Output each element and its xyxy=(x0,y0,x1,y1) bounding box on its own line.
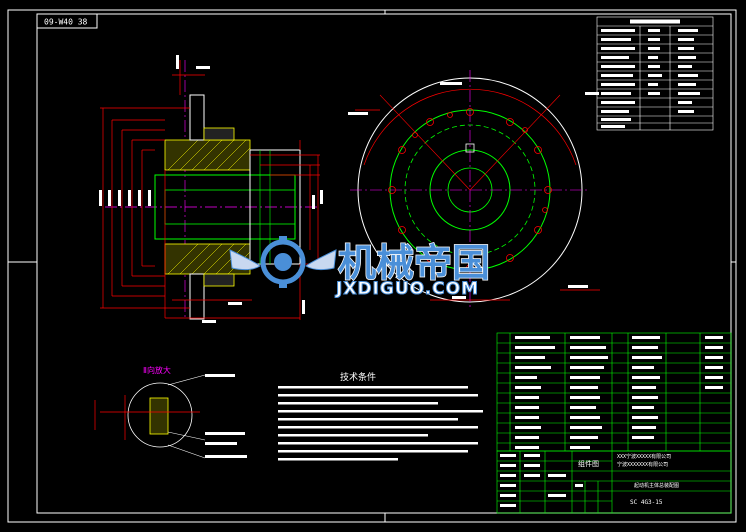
svg-text:宁波XXXXXXX有限公司: 宁波XXXXXXX有限公司 xyxy=(617,461,668,468)
watermark: 机械帝国 JXDIGUO.COM xyxy=(229,236,491,300)
outer-border xyxy=(7,9,737,523)
gear-logo-icon xyxy=(229,236,337,288)
code-box: 09-W40 38 xyxy=(36,13,98,29)
end-view xyxy=(348,70,600,310)
detail-view: Ⅱ向放大 xyxy=(94,365,247,459)
svg-text:09-W40 38: 09-W40 38 xyxy=(44,18,88,27)
watermark-en: JXDIGUO.COM xyxy=(335,279,479,299)
watermark-cn: 机械帝国 xyxy=(338,241,490,285)
svg-text:技术条件: 技术条件 xyxy=(340,371,376,383)
svg-text:XXX宁波XXXXX有限公司: XXX宁波XXXXX有限公司 xyxy=(617,453,671,460)
inner-border xyxy=(36,13,732,514)
svg-text:Ⅱ向放大: Ⅱ向放大 xyxy=(143,365,171,375)
technical-requirements: 技术条件 xyxy=(278,371,483,461)
svg-text:组件图: 组件图 xyxy=(578,459,599,468)
title-block: 组件图 XXX宁波XXXXX有限公司 宁波XXXXXXX有限公司 起动机主体总装… xyxy=(496,450,732,514)
parameter-table xyxy=(596,16,714,131)
svg-text:SC 4G3-15: SC 4G3-15 xyxy=(630,499,663,506)
svg-text:起动机主体总装配图: 起动机主体总装配图 xyxy=(634,482,679,489)
bill-of-materials xyxy=(496,332,732,452)
